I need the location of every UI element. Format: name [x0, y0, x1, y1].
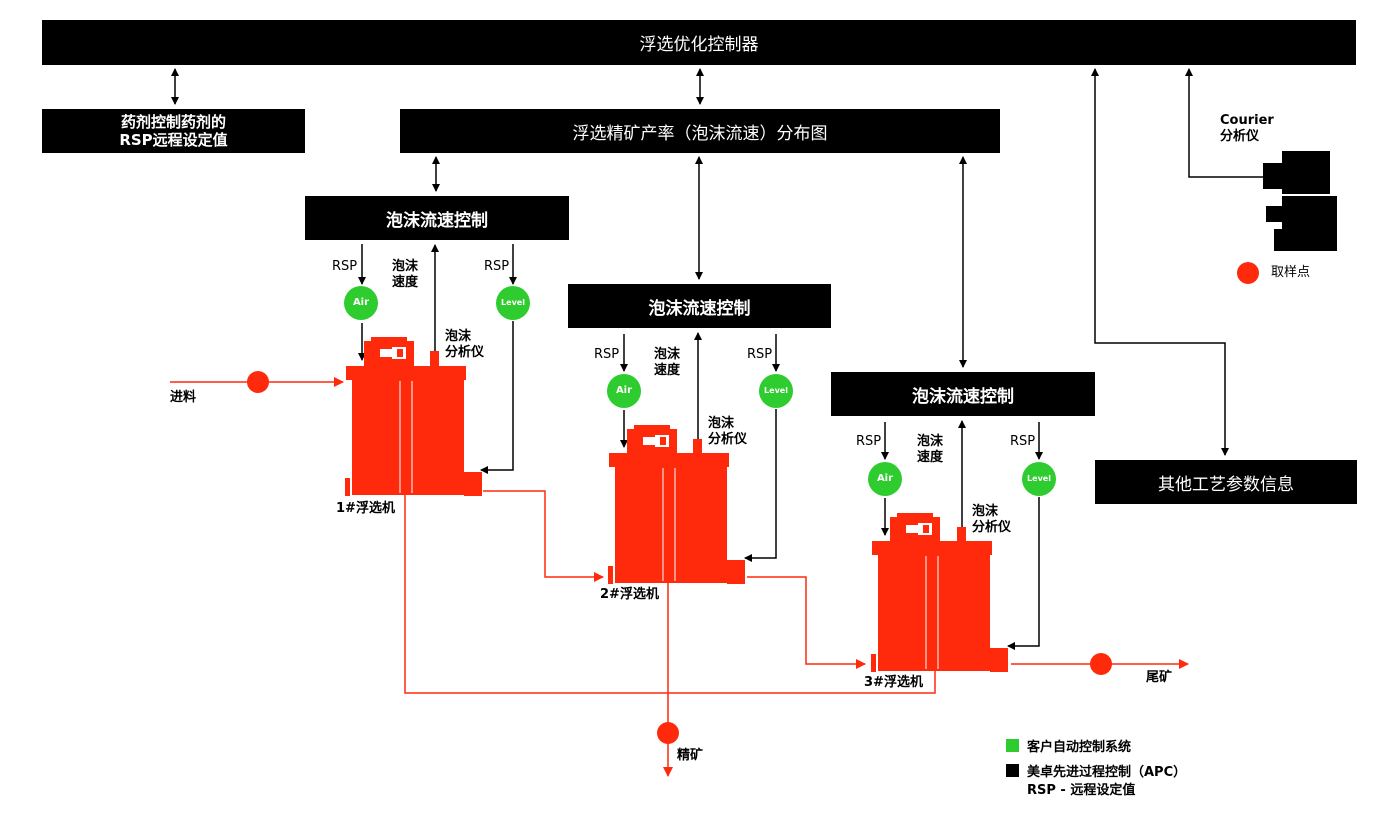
- concentrate-label: 精矿: [677, 748, 704, 763]
- rsp-label-2a: RSP: [594, 347, 620, 362]
- cell-label-2: 2#浮选机: [600, 587, 659, 602]
- rsp-label-3b: RSP: [1010, 434, 1036, 449]
- rsp-label-1b: RSP: [484, 259, 510, 274]
- froth-control-title-3: 泡沫流速控制: [912, 386, 1014, 407]
- froth-control-title-1: 泡沫流速控制: [386, 210, 488, 231]
- froth-analyzer-label-1: 泡沫 分析仪: [445, 329, 484, 361]
- legend-customer: 客户自动控制系统: [1006, 736, 1131, 755]
- cell-label-1: 1#浮选机: [336, 501, 395, 516]
- sampling-point-label: 取样点: [1271, 265, 1311, 280]
- froth-word: 泡沫: [917, 434, 944, 449]
- legend-black-swatch: [1006, 764, 1019, 777]
- legend-rsp: RSP - 远程设定值: [1027, 779, 1135, 798]
- legend-apc: 美卓先进过程控制（APC）: [1006, 761, 1186, 780]
- loop-2: [620, 332, 780, 562]
- other-params-box: 其他工艺参数信息: [1095, 460, 1357, 504]
- distribution-box: 浮选精矿产率（泡沫流速）分布图: [400, 109, 1000, 153]
- other-title: 其他工艺参数信息: [1158, 474, 1294, 495]
- tailings-label: 尾矿: [1146, 670, 1173, 685]
- distribution-title: 浮选精矿产率（泡沫流速）分布图: [572, 123, 828, 144]
- froth-analyzer-label-3: 泡沫 分析仪: [972, 504, 1011, 536]
- froth-word: 泡沫: [445, 329, 472, 344]
- reagent-line2: RSP远程设定值: [119, 131, 228, 149]
- speed-word: 速度: [917, 450, 944, 465]
- flotation-optimizer-box: 浮选优化控制器: [42, 20, 1356, 65]
- level-label-1: Level: [501, 298, 525, 307]
- froth-analyzer-label-2: 泡沫 分析仪: [708, 416, 747, 448]
- speed-word: 速度: [392, 275, 419, 290]
- froth-control-box-3: 泡沫流速控制: [831, 372, 1095, 416]
- froth-speed-label-3: 泡沫 速度: [917, 434, 943, 466]
- legend-rsp-text: RSP - 远程设定值: [1027, 783, 1136, 798]
- level-label-2: Level: [764, 386, 788, 395]
- reagent-line1: 药剂控制药剂的: [120, 113, 226, 131]
- instrument-circles: [344, 286, 1056, 496]
- legend-customer-text: 客户自动控制系统: [1027, 740, 1132, 755]
- analyzer-word: 分析仪: [445, 345, 485, 360]
- analyzer-word: 分析仪: [972, 520, 1012, 535]
- sampling-points: [247, 262, 1259, 744]
- air-label-1: Air: [352, 297, 370, 308]
- analyzer-word: 分析仪: [708, 432, 748, 447]
- speed-word: 速度: [654, 363, 681, 378]
- legend-green-swatch: [1006, 739, 1019, 752]
- controller-title: 浮选优化控制器: [639, 35, 759, 55]
- air-label-3: Air: [876, 473, 894, 484]
- legend-apc-text: 美卓先进过程控制（APC）: [1027, 765, 1187, 780]
- rsp-label-1a: RSP: [332, 259, 358, 274]
- froth-control-box-2: 泡沫流速控制: [568, 284, 831, 328]
- courier-label: Courier 分析仪: [1220, 113, 1274, 145]
- flotation-cell-2: [608, 425, 745, 584]
- courier-analyzer-icon: [1263, 151, 1337, 251]
- froth-speed-label-1: 泡沫 速度: [392, 259, 418, 291]
- froth-word: 泡沫: [392, 259, 419, 274]
- feed-label: 进料: [170, 390, 197, 405]
- courier-line1: Courier: [1220, 113, 1274, 128]
- froth-speed-label-2: 泡沫 速度: [654, 347, 680, 379]
- flotation-cell-1: [345, 337, 482, 496]
- rsp-label-3a: RSP: [856, 434, 882, 449]
- cell-label-3: 3#浮选机: [864, 675, 923, 690]
- rsp-label-2b: RSP: [747, 347, 773, 362]
- froth-word: 泡沫: [972, 504, 999, 519]
- loop-3: [881, 420, 1043, 650]
- courier-line2: 分析仪: [1220, 129, 1260, 144]
- reagent-rsp-box: 药剂控制药剂的 RSP远程设定值: [42, 109, 305, 153]
- froth-word: 泡沫: [708, 416, 735, 431]
- flotation-cell-3: [871, 513, 1008, 672]
- level-label-3: Level: [1027, 474, 1051, 483]
- air-label-2: Air: [615, 385, 633, 396]
- froth-control-title-2: 泡沫流速控制: [648, 298, 751, 319]
- froth-control-box-1: 泡沫流速控制: [305, 196, 569, 240]
- froth-word: 泡沫: [654, 347, 681, 362]
- control-links: [171, 68, 1263, 456]
- loop-1: [358, 244, 517, 474]
